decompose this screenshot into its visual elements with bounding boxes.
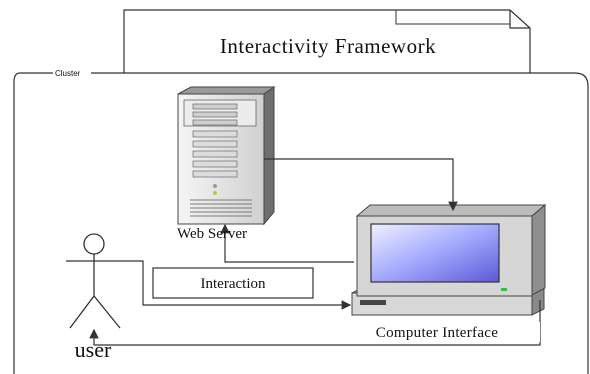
server-tower-icon [177, 86, 276, 226]
title-note: Interactivity Framework [123, 9, 531, 74]
computer-to-server-arrow [220, 223, 354, 263]
cluster-label: Cluster [55, 69, 81, 78]
interaction-box: Interaction [152, 267, 314, 299]
computer-interface-label: Computer Interface [376, 325, 498, 341]
page-title: Interactivity Framework [220, 34, 436, 58]
desktop-computer-icon [351, 203, 547, 316]
stick-figure-icon [66, 233, 123, 329]
cluster-frame: Cluster [13, 69, 589, 374]
server-to-computer-arrow [264, 158, 458, 212]
interaction-label: Interaction [201, 276, 266, 292]
web-server-label: Web Server [177, 226, 247, 242]
user-label: user [75, 337, 112, 362]
user-to-computer-arrow [123, 260, 352, 310]
